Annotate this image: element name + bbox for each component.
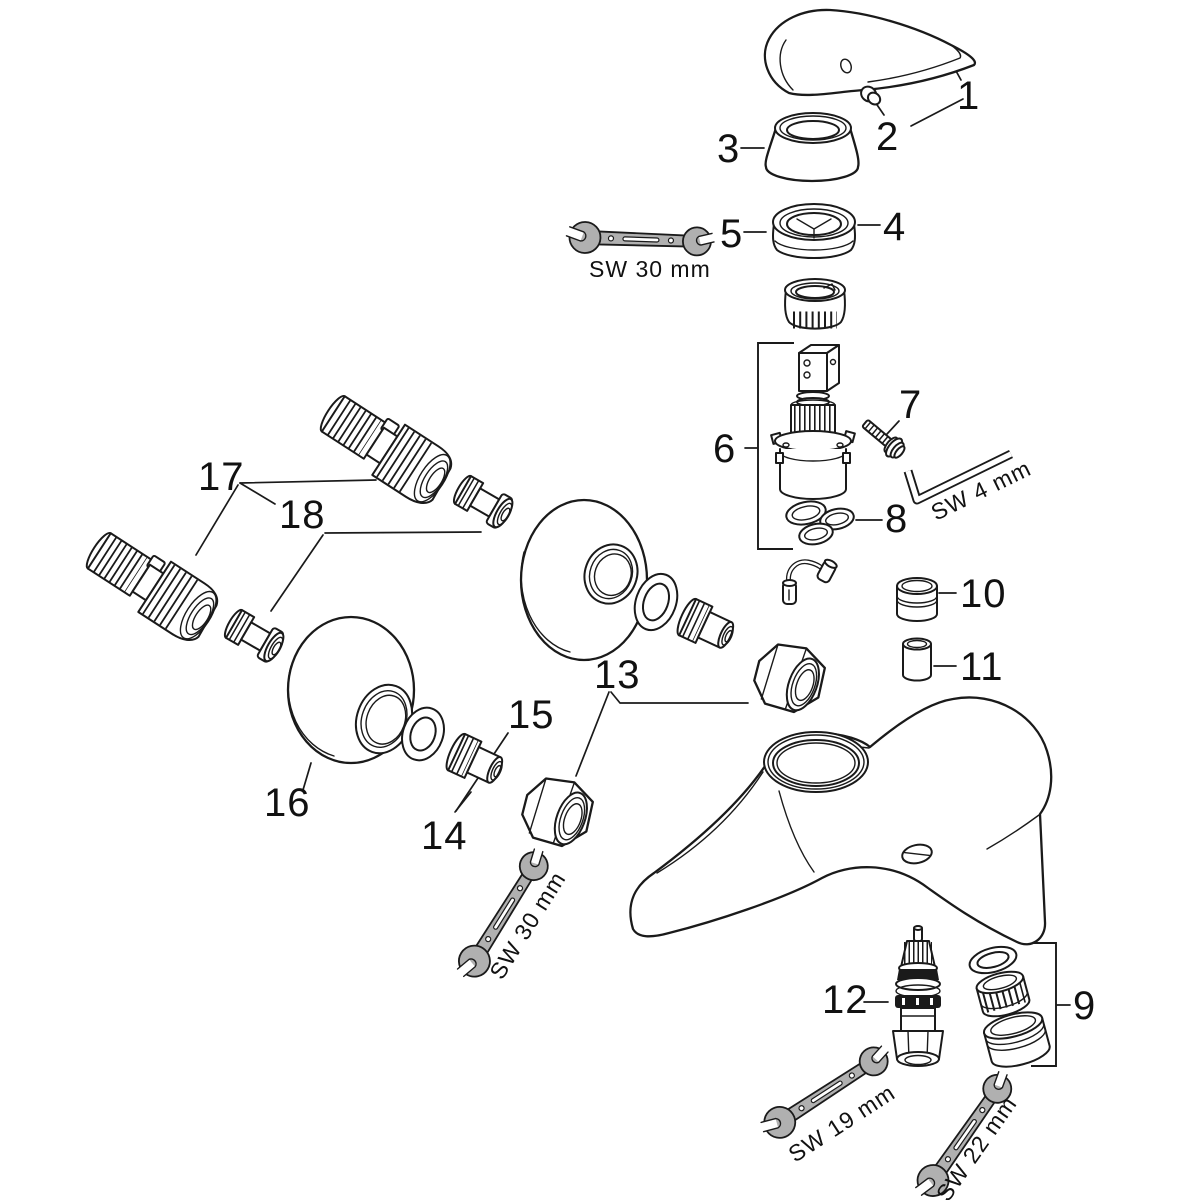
part-label-14: 14	[421, 814, 468, 858]
s-connector-upper	[312, 385, 459, 509]
aerator-assembly	[968, 945, 1051, 1068]
part-label-2: 2	[876, 115, 899, 159]
part-labels: 1 2 3 4 5 6 7 8 9 10 11 12 13 14 15 16 1…	[198, 74, 1096, 1028]
part-label-1: 1	[957, 74, 980, 118]
adapter-upper	[450, 473, 517, 531]
part-label-11: 11	[960, 645, 1004, 689]
part-label-6: 6	[713, 427, 736, 471]
handle-part	[763, 8, 977, 97]
part-label-9: 9	[1073, 984, 1096, 1028]
part-label-18: 18	[279, 493, 326, 537]
faucet-body-part	[629, 696, 1053, 946]
hex-key-icon	[903, 449, 1013, 505]
part-label-4: 4	[883, 205, 906, 249]
adapter-lower	[221, 607, 288, 665]
sleeve-part	[902, 637, 932, 682]
wrench-sw30-top-icon	[563, 220, 717, 259]
grub-screw-part	[860, 85, 882, 106]
s-connector-lower	[78, 522, 225, 646]
screw-fitting-upper	[674, 597, 740, 656]
part-label-15: 15	[508, 693, 555, 737]
part-label-16: 16	[264, 781, 311, 825]
part-label-8: 8	[885, 497, 908, 541]
seal-set-part	[785, 500, 855, 546]
part-label-10: 10	[960, 572, 1007, 616]
part-label-5: 5	[720, 212, 743, 256]
cap-sleeve-part	[764, 112, 860, 183]
aerator-insert	[975, 970, 1031, 1018]
tool-label-sw30-top: SW 30 mm	[589, 256, 711, 282]
bracket-part-6	[757, 342, 794, 550]
cap-part	[896, 577, 938, 622]
stop-ring-part	[772, 203, 856, 260]
part-label-7: 7	[899, 383, 922, 427]
spout-hole	[901, 843, 933, 865]
cartridge-part	[770, 344, 856, 500]
bracket-part-9	[1031, 942, 1057, 1067]
union-nut-upper	[745, 633, 834, 722]
washer-upper	[633, 572, 679, 632]
aerator-housing	[983, 1011, 1051, 1068]
escutcheon-upper	[519, 498, 649, 662]
part-label-12: 12	[822, 978, 869, 1022]
part-label-3: 3	[717, 127, 740, 171]
union-nut-lower	[513, 767, 602, 856]
cartridge-retaining-nut	[784, 278, 846, 330]
aerator-washer	[968, 945, 1018, 975]
tool-label-sw19: SW 19 mm	[784, 1079, 900, 1167]
part-label-13: 13	[594, 653, 641, 697]
check-valve-part	[892, 925, 944, 1067]
part-label-17: 17	[198, 455, 245, 499]
securing-clip-part	[782, 558, 838, 605]
washer-lower	[401, 706, 445, 762]
escutcheon-lower	[286, 615, 416, 765]
screw-part	[861, 419, 906, 459]
